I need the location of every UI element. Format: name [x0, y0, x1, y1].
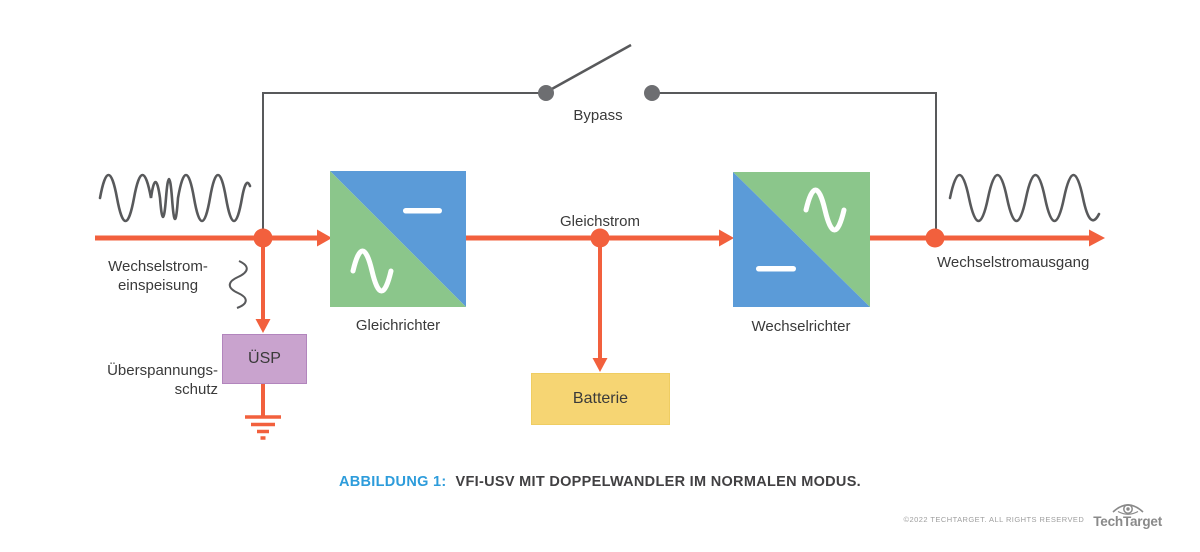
- arrowhead-into-rectifier: [317, 229, 332, 247]
- bypass-switch-blade: [549, 43, 632, 92]
- battery-box: Batterie: [531, 373, 670, 425]
- arrowhead-output: [1089, 229, 1105, 247]
- input-label: Wechselstrom- einspeisung: [88, 257, 228, 295]
- figure-caption: ABBILDUNG 1: VFI-USV MIT DOPPELWANDLER IM…: [0, 474, 1200, 490]
- dc-label: Gleichstrom: [559, 213, 641, 230]
- input-label-line1: Wechselstrom-: [108, 258, 208, 275]
- ground-symbol-icon: [245, 415, 281, 440]
- figure-title: VFI-USV MIT DOPPELWANDLER IM NORMALEN MO…: [455, 474, 862, 490]
- junction-dot-input: [253, 228, 273, 248]
- surge-label-line1: Überspannungs-: [107, 362, 218, 379]
- inverter-label: Wechselrichter: [751, 318, 851, 335]
- surge-squiggle-icon: [228, 260, 248, 309]
- bypass-switch-contact-right: [644, 85, 660, 101]
- junction-dot-output: [925, 228, 945, 248]
- copyright-text: ©2022 TECHTARGET. ALL RIGHTS RESERVED: [903, 515, 1085, 524]
- eye-icon: [1112, 504, 1144, 515]
- footer: ©2022 TECHTARGET. ALL RIGHTS RESERVED Te…: [904, 500, 1162, 529]
- ac-sine-icon: [350, 248, 394, 294]
- surge-label-line2: schutz: [174, 381, 218, 398]
- brand-text: TechTarget: [1093, 514, 1162, 529]
- dc-dash-icon: [403, 208, 442, 214]
- output-label: Wechselstromausgang: [937, 254, 1090, 271]
- surge-protection-label: Überspannungs- schutz: [95, 361, 218, 399]
- bypass-switch-contact-left: [538, 85, 554, 101]
- output-clean-wave-icon: [948, 173, 1101, 223]
- rectifier-box: [330, 171, 466, 307]
- arrowhead-into-inverter: [719, 229, 734, 247]
- usp-box-label: ÜSP: [248, 350, 281, 367]
- ac-sine-icon: [803, 187, 847, 233]
- arrowhead-into-battery: [592, 358, 608, 372]
- rectifier-label: Gleichrichter: [355, 317, 441, 334]
- arrowhead-into-usp: [255, 319, 271, 333]
- dc-dash-icon: [756, 266, 796, 272]
- input-label-line2: einspeisung: [117, 277, 199, 294]
- bypass-line-right: [652, 92, 937, 238]
- bypass-label: Bypass: [573, 107, 623, 124]
- usp-box: ÜSP: [222, 334, 307, 384]
- bypass-line-left: [262, 92, 546, 238]
- techtarget-logo: TechTarget: [1093, 500, 1162, 529]
- input-distorted-wave-icon: [98, 173, 252, 223]
- inverter-box: [733, 172, 870, 307]
- battery-box-label: Batterie: [572, 390, 629, 407]
- junction-dot-dc: [590, 228, 610, 248]
- figure-number: ABBILDUNG 1:: [338, 474, 447, 490]
